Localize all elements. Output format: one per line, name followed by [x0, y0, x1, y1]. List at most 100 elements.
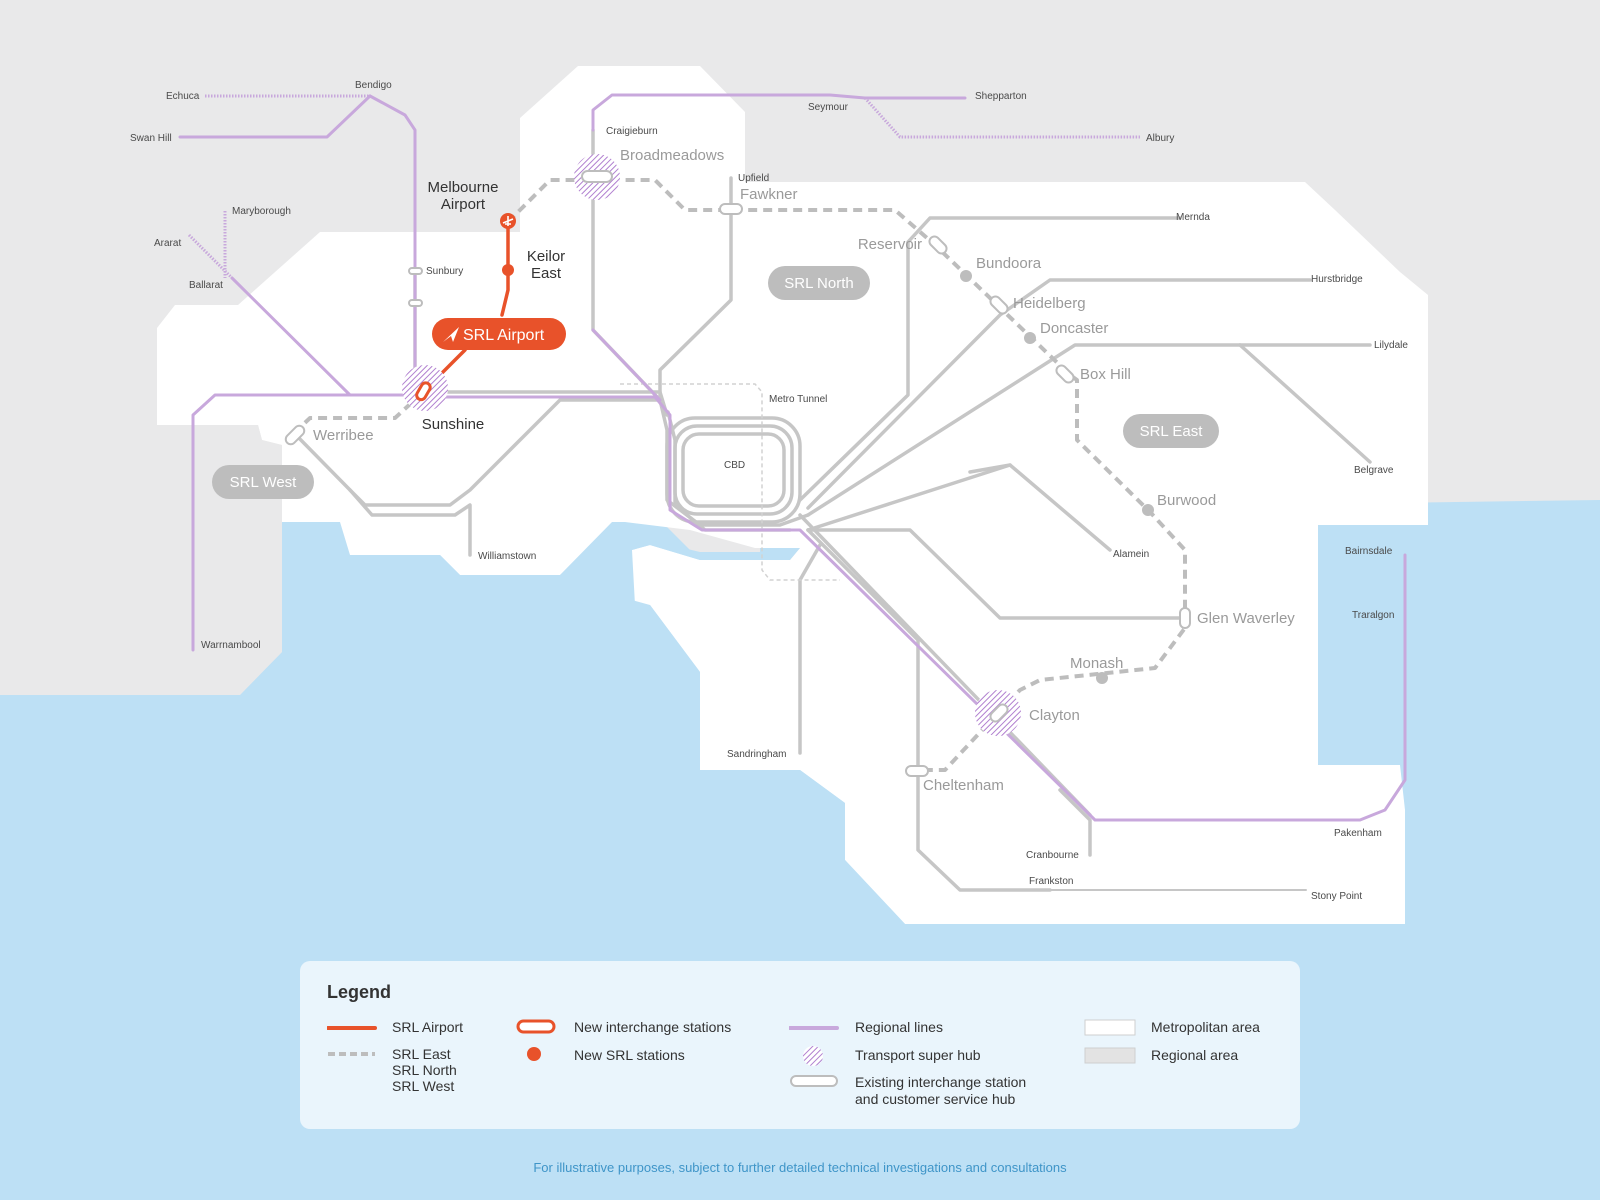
metro-tunnel [620, 383, 840, 581]
alamein-label: Alamein [1113, 549, 1149, 560]
belgrave-line [1238, 343, 1372, 464]
legend-srl-dashed-swatch [328, 1052, 375, 1056]
lilydale-line [806, 343, 1372, 517]
bendigo-label: Bendigo [355, 80, 392, 91]
legend-panel: Legend SRL Airport SRL East SRL North SR… [300, 961, 1300, 1129]
heidelberg-interchange [989, 295, 1009, 315]
legend-existing-interchange-2: and customer service hub [855, 1091, 1016, 1107]
srl-west-line [292, 393, 422, 435]
albury-label: Albury [1146, 133, 1174, 144]
srl-east-pill [1123, 414, 1219, 448]
ballarat-label: Ballarat [189, 280, 223, 291]
seymour-line [591, 93, 967, 132]
srl-east-label: SRL East [1140, 423, 1204, 440]
legend-regional-area: Regional area [1151, 1047, 1239, 1063]
port-phillip-bay [0, 522, 905, 924]
burwood-station [1142, 504, 1154, 516]
legend-new-srl-station-swatch [527, 1047, 541, 1061]
broadmeadows-interchange [581, 170, 613, 183]
regional-east-trunk [591, 328, 662, 402]
box-hill-label: Box Hill [1080, 366, 1131, 383]
city-loop-3 [681, 432, 786, 508]
belgrave-label: Belgrave [1354, 465, 1394, 476]
alamein-branch [968, 463, 1012, 474]
sunshine-label: Sunshine [422, 416, 485, 433]
frankston-line [806, 528, 1052, 892]
airport-plane-icon [502, 216, 514, 226]
cheltenham-interchange [905, 765, 929, 777]
albury-line [863, 96, 1140, 139]
lilydale-label: Lilydale [1374, 340, 1408, 351]
bundoora-label: Bundoora [976, 255, 1042, 272]
legend-new-interchange-swatch [516, 1019, 556, 1034]
cbd-label: CBD [724, 460, 745, 471]
srl-west-pill [212, 465, 314, 499]
legend-new-srl-stations: New SRL stations [574, 1047, 685, 1063]
sunbury-marker [408, 267, 423, 275]
williamstown-label: Williamstown [478, 551, 536, 562]
ararat-label: Ararat [154, 238, 181, 249]
warrnambool-label: Warrnambool [201, 640, 261, 651]
legend-srl-airport: SRL Airport [392, 1019, 464, 1035]
regional-west-trunk [418, 395, 1407, 822]
keilor-east-label-2: East [531, 265, 562, 282]
legend-srl-west: SRL West [392, 1078, 455, 1094]
echuca-label: Echuca [166, 91, 200, 102]
keilor-east-label-1: Keilor [527, 248, 565, 265]
doncaster-station [1024, 332, 1036, 344]
legend-new-interchange: New interchange stations [574, 1019, 732, 1035]
doncaster-label: Doncaster [1040, 320, 1108, 337]
legend-metropolitan-area: Metropolitan area [1151, 1019, 1260, 1035]
reservoir-label: Reservoir [858, 236, 922, 253]
ararat-line [187, 233, 234, 280]
swan-hill-label: Swan Hill [130, 133, 172, 144]
clayton-label: Clayton [1029, 707, 1080, 724]
sunbury-label: Sunbury [426, 266, 463, 277]
shepparton-label: Shepparton [975, 91, 1027, 102]
reservoir-interchange [928, 235, 948, 255]
srl-airport-line [500, 220, 510, 317]
legend-srl-east: SRL East [392, 1046, 451, 1062]
werribee-label: Werribee [313, 427, 374, 444]
frankston-label: Frankston [1029, 876, 1073, 887]
monash-label: Monash [1070, 655, 1123, 672]
regional-area-west [0, 425, 282, 695]
legend-srl-airport-swatch [327, 1026, 377, 1030]
sunbury-marker-2 [408, 299, 423, 307]
mernda-line [798, 216, 1182, 502]
upfield-label: Upfield [738, 173, 769, 184]
srl-west-label: SRL West [230, 474, 298, 491]
cranbourne-label: Cranbourne [1026, 850, 1079, 861]
hurstbridge-line [806, 278, 1312, 510]
maryborough-label: Maryborough [232, 206, 291, 217]
srl-airport-badge-label: SRL Airport [463, 327, 545, 344]
fawkner-label: Fawkner [740, 186, 798, 203]
hurstbridge-label: Hurstbridge [1311, 274, 1363, 285]
traralgon-label: Traralgon [1352, 610, 1394, 621]
cheltenham-label: Cheltenham [923, 777, 1004, 794]
pakenham-label: Pakenham [1334, 828, 1382, 839]
legend-existing-interchange-swatch [790, 1075, 838, 1087]
legend-srl-north: SRL North [392, 1062, 457, 1078]
bendigo-line [368, 94, 417, 382]
glen-waverley-label: Glen Waverley [1197, 610, 1295, 627]
clayton-marker [989, 703, 1009, 723]
dandenong-corridor [798, 513, 1092, 817]
metro-tunnel-label: Metro Tunnel [769, 394, 827, 405]
burwood-label: Burwood [1157, 492, 1216, 509]
legend-regional-lines: Regional lines [855, 1019, 943, 1035]
broadmeadows-label: Broadmeadows [620, 147, 724, 164]
heidelberg-label: Heidelberg [1013, 295, 1086, 312]
footnote: For illustrative purposes, subject to fu… [533, 1160, 1067, 1175]
keilor-east-station [502, 264, 514, 276]
legend-metro-area-swatch [1084, 1019, 1136, 1036]
srl-north-label: SRL North [784, 275, 853, 292]
srl-airport-logo-icon [443, 327, 459, 342]
bundoora-station [960, 270, 972, 282]
glen-waverley-line [806, 528, 1187, 620]
upfield-line [658, 176, 733, 402]
glen-waverley-interchange [1179, 607, 1191, 629]
box-hill-interchange [1055, 364, 1075, 384]
monash-station [1096, 672, 1108, 684]
melbourne-airport-label-2: Airport [441, 196, 486, 213]
